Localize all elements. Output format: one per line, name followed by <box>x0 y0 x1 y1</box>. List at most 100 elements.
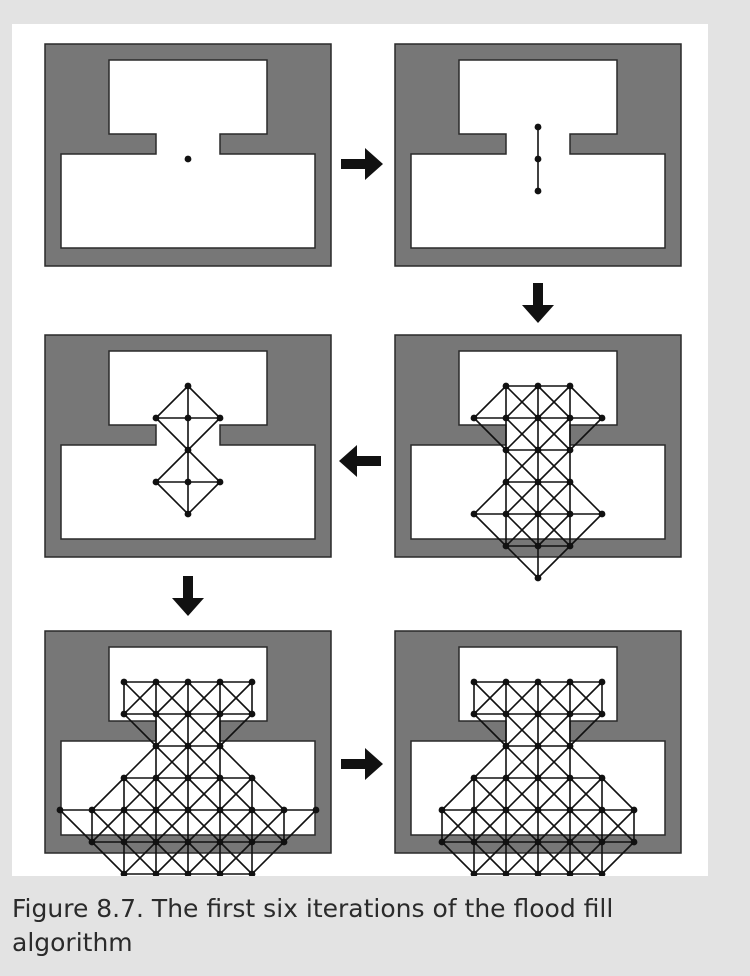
fill-node <box>152 774 160 782</box>
fill-edge <box>219 777 253 811</box>
fill-node <box>534 742 542 750</box>
fill-node <box>534 838 542 846</box>
fill-node <box>152 838 160 846</box>
fill-node <box>534 542 542 550</box>
fill-edge <box>537 777 571 811</box>
fill-node <box>534 446 542 454</box>
fill-edge <box>505 745 539 779</box>
fill-edge <box>569 417 603 451</box>
fill-edge <box>441 777 475 811</box>
fill-edge <box>473 481 507 515</box>
fill-edge <box>505 713 539 747</box>
fill-node <box>534 478 542 486</box>
fill-node <box>216 710 224 718</box>
fill-node <box>470 510 478 518</box>
fill-node <box>598 710 606 718</box>
fill-node <box>280 838 288 846</box>
fill-node <box>248 710 256 718</box>
fill-edge <box>251 841 285 875</box>
fill-node <box>216 806 224 814</box>
fill-node <box>534 774 542 782</box>
fill-edge <box>537 385 571 419</box>
arrow-down-icon <box>522 283 554 323</box>
fill-node <box>502 870 510 876</box>
fill-node <box>216 838 224 846</box>
fill-edge <box>91 841 125 875</box>
fill-edge <box>537 841 571 875</box>
fill-edge <box>505 385 539 419</box>
fill-edge <box>473 513 507 547</box>
fill-node <box>598 870 606 876</box>
fill-node <box>566 806 574 814</box>
fill-edge <box>473 745 507 779</box>
arrow-right-icon <box>341 148 383 180</box>
fill-node <box>152 478 160 486</box>
fill-node <box>470 678 478 686</box>
fill-edge <box>155 481 189 515</box>
fill-node <box>534 510 542 518</box>
fill-node <box>630 806 638 814</box>
fill-node <box>216 774 224 782</box>
fill-node <box>470 774 478 782</box>
fill-node <box>598 678 606 686</box>
fill-node <box>502 446 510 454</box>
arrow-down-icon <box>172 576 204 616</box>
fill-node <box>502 774 510 782</box>
arrow-left-icon <box>339 445 381 477</box>
fill-node <box>152 414 160 422</box>
fill-edge <box>155 713 189 747</box>
fill-node <box>438 806 446 814</box>
fill-node <box>566 542 574 550</box>
fill-edge <box>473 417 507 451</box>
fill-edge <box>537 449 571 483</box>
fill-node <box>120 710 128 718</box>
fill-node <box>216 478 224 486</box>
fill-node <box>502 478 510 486</box>
fill-edge <box>505 809 539 843</box>
fill-node <box>534 123 542 131</box>
fill-node <box>184 155 192 163</box>
fill-edge <box>569 745 603 779</box>
fill-edge <box>505 841 539 875</box>
fill-edge <box>473 385 507 419</box>
fill-node <box>438 838 446 846</box>
fill-node <box>184 774 192 782</box>
fill-node <box>566 414 574 422</box>
fill-edge <box>219 745 253 779</box>
fill-node <box>184 838 192 846</box>
fill-node <box>152 742 160 750</box>
fill-edge <box>601 841 635 875</box>
fill-node <box>502 382 510 390</box>
fill-node <box>566 870 574 876</box>
fill-node <box>598 414 606 422</box>
fill-node <box>470 414 478 422</box>
fill-edge <box>537 417 571 451</box>
fill-edge <box>569 777 603 811</box>
fill-node <box>120 806 128 814</box>
fill-node <box>470 838 478 846</box>
fill-edge <box>219 841 253 875</box>
fill-node <box>152 870 160 876</box>
fill-edge <box>155 385 189 419</box>
fill-node <box>184 870 192 876</box>
fill-edge <box>537 809 571 843</box>
fill-edge <box>473 841 507 875</box>
fill-node <box>534 806 542 814</box>
fill-node <box>216 414 224 422</box>
fill-edge <box>123 809 157 843</box>
fill-edge <box>441 841 475 875</box>
fill-edge <box>569 681 603 715</box>
fill-node <box>534 382 542 390</box>
fill-edge <box>505 513 539 547</box>
fill-node <box>184 510 192 518</box>
fill-node <box>248 838 256 846</box>
fill-node <box>280 806 288 814</box>
fill-node <box>502 806 510 814</box>
fill-node <box>502 510 510 518</box>
fill-edge <box>569 713 603 747</box>
fill-node <box>184 478 192 486</box>
fill-edge <box>505 545 539 579</box>
fill-edge <box>123 713 157 747</box>
fill-edge <box>505 777 539 811</box>
fill-node <box>248 774 256 782</box>
